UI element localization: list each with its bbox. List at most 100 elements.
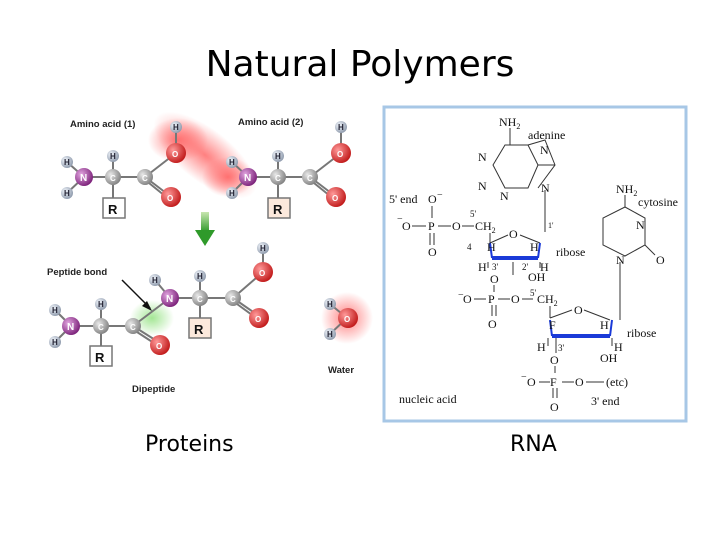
peptide-bond-glow [130, 300, 174, 336]
svg-text:O: O [344, 315, 350, 324]
svg-text:H: H [338, 123, 344, 132]
svg-text:H: H [229, 158, 235, 167]
three-prime-end-label: 3' end [591, 394, 620, 408]
svg-text:N: N [166, 294, 173, 305]
dipeptide-label: Dipeptide [132, 384, 175, 395]
svg-text:O: O [490, 272, 499, 286]
svg-text:N: N [67, 322, 74, 333]
svg-text:O: O [156, 342, 162, 351]
svg-text:5': 5' [470, 209, 477, 219]
five-prime-end-label: 5' end [389, 192, 418, 206]
svg-text:N: N [80, 173, 87, 184]
svg-text:C: C [142, 174, 148, 183]
svg-text:N: N [541, 181, 550, 195]
svg-text:H: H [275, 152, 281, 161]
svg-text:C: C [230, 295, 236, 304]
water-label: Water [328, 365, 354, 376]
cytosine-label: cytosine [638, 195, 678, 209]
svg-text:H: H [537, 340, 546, 354]
svg-text:O: O [550, 353, 559, 367]
dipeptide-atoms: H H N H C C O H N H C C O H O R R [49, 242, 273, 367]
adenine-nh2: NH2 [499, 115, 520, 131]
slide-title: Natural Polymers [205, 44, 515, 85]
svg-text:H: H [64, 158, 70, 167]
svg-text:H: H [52, 306, 58, 315]
svg-text:OH: OH [528, 270, 546, 284]
svg-text:O: O [463, 292, 472, 306]
svg-text:O: O [527, 375, 536, 389]
ribose-label-1: ribose [556, 245, 585, 259]
svg-text:N: N [616, 253, 625, 267]
svg-text:1': 1' [548, 221, 554, 230]
svg-text:H: H [600, 318, 609, 332]
cytosine-nh2: NH2 [616, 182, 637, 198]
svg-text:F: F [550, 375, 557, 389]
svg-text:H: H [110, 152, 116, 161]
svg-text:O: O [452, 219, 461, 233]
rna-diagram: NH2 adenine N N N N N 5' end O − − O P O… [382, 105, 688, 423]
svg-text:F: F [549, 318, 556, 332]
amino-acid-2-label: Amino acid (2) [238, 117, 303, 128]
svg-text:H: H [173, 123, 179, 132]
ribose-label-2: ribose [627, 326, 656, 340]
svg-text:C: C [307, 174, 313, 183]
svg-text:R: R [95, 350, 105, 365]
svg-text:H: H [530, 240, 539, 254]
svg-text:O: O [428, 245, 437, 259]
svg-text:−: − [521, 372, 527, 383]
svg-text:C: C [275, 174, 281, 183]
svg-text:H: H [327, 300, 333, 309]
svg-text:H: H [98, 300, 104, 309]
svg-text:O: O [574, 303, 583, 317]
svg-text:O: O [255, 315, 261, 324]
svg-text:C: C [110, 174, 116, 183]
svg-text:OH: OH [600, 351, 618, 365]
ch2-label-2: CH2 [537, 292, 558, 308]
svg-text:H: H [260, 244, 266, 253]
svg-text:2': 2' [522, 262, 529, 272]
amino-acid-1-label: Amino acid (1) [70, 119, 135, 130]
nucleic-acid-label: nucleic acid [399, 392, 457, 406]
svg-text:O: O [656, 253, 665, 267]
water-molecule: H H O [321, 292, 373, 344]
svg-text:3': 3' [558, 343, 565, 353]
protein-diagram: Amino acid (1) Amino acid (2) [47, 111, 373, 395]
svg-text:O: O [259, 269, 265, 278]
svg-text:O: O [167, 194, 173, 203]
caption-proteins: Proteins [145, 432, 234, 457]
svg-text:N: N [500, 189, 509, 203]
svg-text:H: H [540, 260, 549, 274]
svg-text:O: O [337, 150, 343, 159]
svg-text:R: R [108, 202, 118, 217]
svg-text:N: N [540, 143, 549, 157]
ribose-1 [487, 233, 541, 275]
adenine-label: adenine [528, 128, 565, 142]
svg-text:C: C [98, 323, 104, 332]
svg-text:O: O [332, 194, 338, 203]
adenine-ring [492, 128, 556, 232]
svg-text:N: N [478, 150, 487, 164]
water-removal-glow [148, 111, 257, 199]
svg-text:4: 4 [467, 242, 472, 252]
svg-text:−: − [397, 214, 403, 225]
svg-text:N: N [636, 218, 645, 232]
svg-text:C: C [130, 323, 136, 332]
svg-text:H: H [52, 338, 58, 347]
amino-acid-2-atoms: H H N H C C O H O R [226, 121, 351, 219]
svg-text:R: R [273, 202, 283, 217]
svg-text:−: − [437, 190, 443, 201]
cytosine-ring [602, 195, 656, 320]
svg-text:H: H [614, 340, 623, 354]
ch2-label-1: CH2 [475, 219, 496, 235]
ribose-2 [547, 306, 613, 353]
svg-text:H: H [152, 276, 158, 285]
svg-text:O: O [511, 292, 520, 306]
svg-text:O: O [428, 192, 437, 206]
svg-text:P: P [488, 292, 495, 306]
caption-rna: RNA [510, 432, 557, 457]
amino-acid-1-atoms: H H N H C C O H O R [61, 121, 186, 219]
etc-label: (etc) [606, 375, 628, 389]
peptide-bond-label: Peptide bond [47, 267, 107, 278]
reaction-arrow [195, 212, 215, 246]
